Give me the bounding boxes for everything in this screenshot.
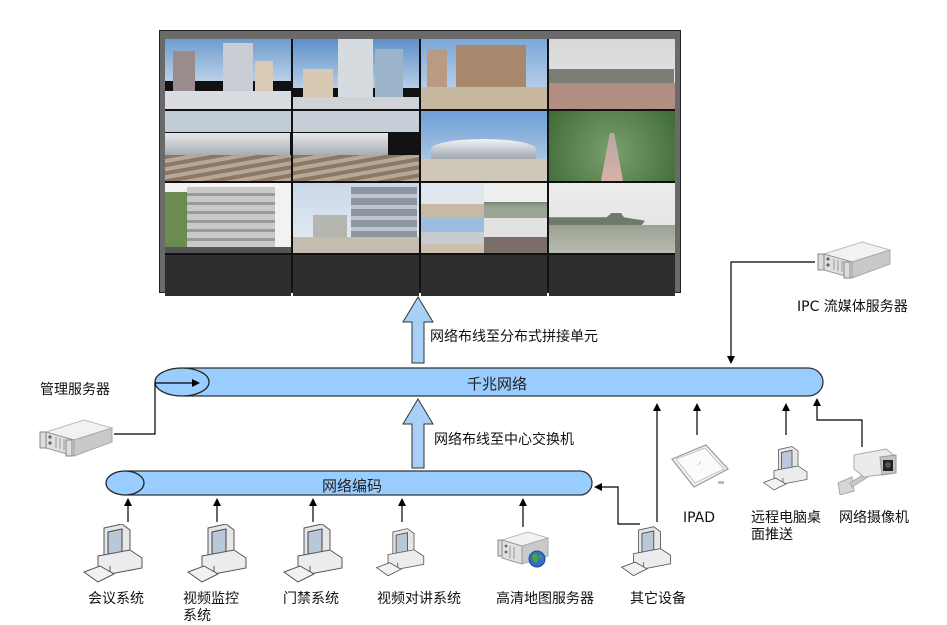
device-label-video-intercom: 视频对讲系统	[377, 591, 461, 607]
video-tile-warship	[549, 183, 675, 253]
arrow-label-to-wall: 网络布线至分布式拼接单元	[430, 329, 598, 345]
video-wall-bezel	[421, 255, 547, 296]
video-tile-stadium	[421, 111, 547, 181]
rack-server-icon	[39, 419, 114, 457]
video-wall-bezel	[165, 255, 291, 296]
connector-other-device-encoding	[594, 483, 640, 525]
tablet-icon	[671, 444, 729, 488]
video-tile-railway-buildings	[165, 39, 291, 109]
block-arrow-up-to-switch	[402, 398, 434, 469]
device-label-access-control: 门禁系统	[283, 591, 339, 607]
device-label-other: 其它设备	[630, 591, 686, 607]
device-label-conference: 会议系统	[88, 591, 144, 607]
gigabit-network-label: 千兆网络	[467, 375, 528, 393]
video-wall	[159, 30, 681, 296]
desktop-computer-icon	[620, 526, 672, 577]
network-encoding-label: 网络编码	[322, 477, 383, 495]
video-tile-railway-highrise	[293, 39, 419, 109]
management-server-label: 管理服务器	[40, 382, 110, 398]
map-server-icon	[497, 531, 550, 568]
video-tile-parking	[293, 183, 419, 253]
video-tile-train-left	[165, 111, 291, 181]
device-label-network-camera: 网络摄像机	[839, 510, 909, 526]
desktop-computer-icon	[82, 524, 143, 583]
desktop-computer-icon	[186, 524, 247, 583]
device-label-remote-desktop: 远程电脑桌面推送	[751, 510, 821, 543]
security-camera-icon	[837, 448, 897, 495]
video-wall-bezel	[293, 255, 419, 296]
desktop-computer-icon	[375, 528, 425, 577]
device-label-video-surveillance: 视频监控系统	[183, 591, 239, 624]
connector-management-server	[114, 379, 200, 435]
video-tile-apartment	[165, 183, 291, 253]
gigabit-network-pipe	[154, 367, 824, 397]
device-label-ipad: IPAD	[683, 510, 716, 526]
ipc-server-label: IPC 流媒体服务器	[797, 299, 908, 315]
video-wall-grid	[165, 39, 675, 296]
video-tile-residential-towers	[421, 39, 547, 109]
connector-network-camera	[813, 398, 863, 447]
device-label-map-server: 高清地图服务器	[496, 591, 594, 607]
network-encoding-pipe	[105, 470, 593, 496]
connector-ipc-server	[727, 261, 815, 364]
desktop-computer-icon	[282, 524, 343, 583]
ipc-server-icon	[817, 241, 892, 279]
block-arrow-up-to-wall	[402, 296, 434, 364]
video-tile-bridge	[549, 111, 675, 181]
video-tile-road	[549, 39, 675, 109]
video-wall-bezel	[549, 255, 675, 296]
video-tile-train-right	[293, 111, 419, 181]
video-tile-quad-split	[421, 183, 547, 253]
arrow-label-to-switch: 网络布线至中心交换机	[434, 432, 574, 448]
desktop-computer-icon	[762, 446, 808, 491]
